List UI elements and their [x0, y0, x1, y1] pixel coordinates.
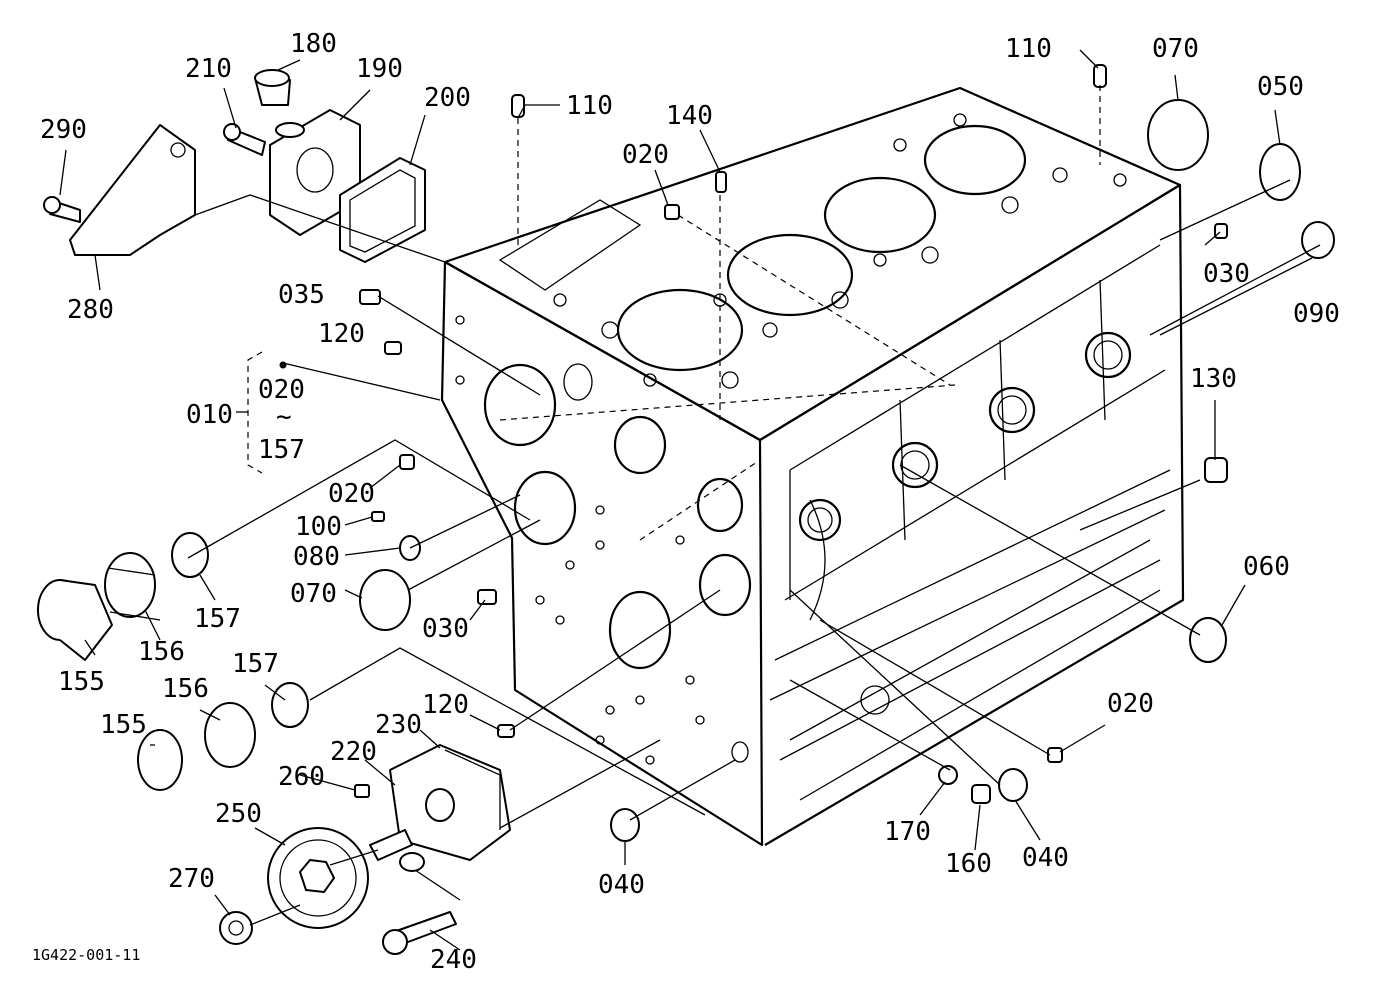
part-label-260: 260	[278, 762, 325, 792]
part-label-156-b: 156	[162, 674, 209, 704]
part-label-040-a: 040	[1022, 843, 1069, 873]
part-label-040-b: 040	[598, 870, 645, 900]
part-label-250: 250	[215, 799, 262, 829]
part-label-210: 210	[185, 54, 232, 84]
part-label-270: 270	[168, 864, 215, 894]
part-label-020-a: 020	[622, 140, 669, 170]
front-cover-bracket	[43, 124, 196, 256]
part-label-070-b: 070	[290, 579, 337, 609]
part-label-110-a: 110	[566, 91, 613, 121]
range-label-to: 157	[258, 435, 305, 465]
part-label-035: 035	[278, 280, 325, 310]
part-label-230: 230	[375, 710, 422, 740]
thermostat-housing	[223, 69, 361, 236]
part-label-157-a: 157	[194, 604, 241, 634]
range-label-from: 020	[258, 375, 305, 405]
part-label-170: 170	[884, 817, 931, 847]
part-label-020-c: 020	[1107, 689, 1154, 719]
part-label-110-b: 110	[1005, 34, 1052, 64]
part-label-180: 180	[290, 29, 337, 59]
part-label-030-b: 030	[422, 614, 469, 644]
part-label-060: 060	[1243, 552, 1290, 582]
leader-lines	[59, 49, 1321, 951]
part-label-120-a: 120	[318, 319, 365, 349]
drawing-code: 1G422-001-11	[32, 946, 140, 964]
part-labels: 290 210 180 190 200 280 110 110 070 050 …	[40, 29, 1340, 975]
part-label-160: 160	[945, 849, 992, 879]
gasket	[339, 157, 426, 263]
part-label-280: 280	[67, 295, 114, 325]
part-label-100: 100	[295, 512, 342, 542]
part-label-156-a: 156	[138, 637, 185, 667]
range-bracket: 010 020 ~ 157	[186, 351, 305, 474]
bushings	[37, 532, 309, 791]
part-label-200: 200	[424, 83, 471, 113]
part-label-030-a: 030	[1203, 259, 1250, 289]
part-label-190: 190	[356, 54, 403, 84]
part-label-090: 090	[1293, 299, 1340, 329]
cylinder-block	[440, 86, 1185, 847]
part-label-155-b: 155	[100, 710, 147, 740]
part-label-140: 140	[666, 101, 713, 131]
part-label-070-a: 070	[1152, 34, 1199, 64]
part-label-080: 080	[293, 542, 340, 572]
part-label-020-b: 020	[328, 479, 375, 509]
part-label-220: 220	[330, 737, 377, 767]
seals-and-plugs	[359, 64, 1335, 842]
drive-gear	[219, 827, 457, 955]
part-label-240: 240	[430, 945, 477, 975]
range-label-010: 010	[186, 400, 233, 430]
part-label-130: 130	[1190, 364, 1237, 394]
part-label-155-a: 155	[58, 667, 105, 697]
range-label-tilde: ~	[276, 402, 292, 432]
part-label-120-b: 120	[422, 690, 469, 720]
part-label-050: 050	[1257, 72, 1304, 102]
part-label-290: 290	[40, 115, 87, 145]
part-label-157-b: 157	[232, 649, 279, 679]
oil-pump	[354, 744, 511, 872]
